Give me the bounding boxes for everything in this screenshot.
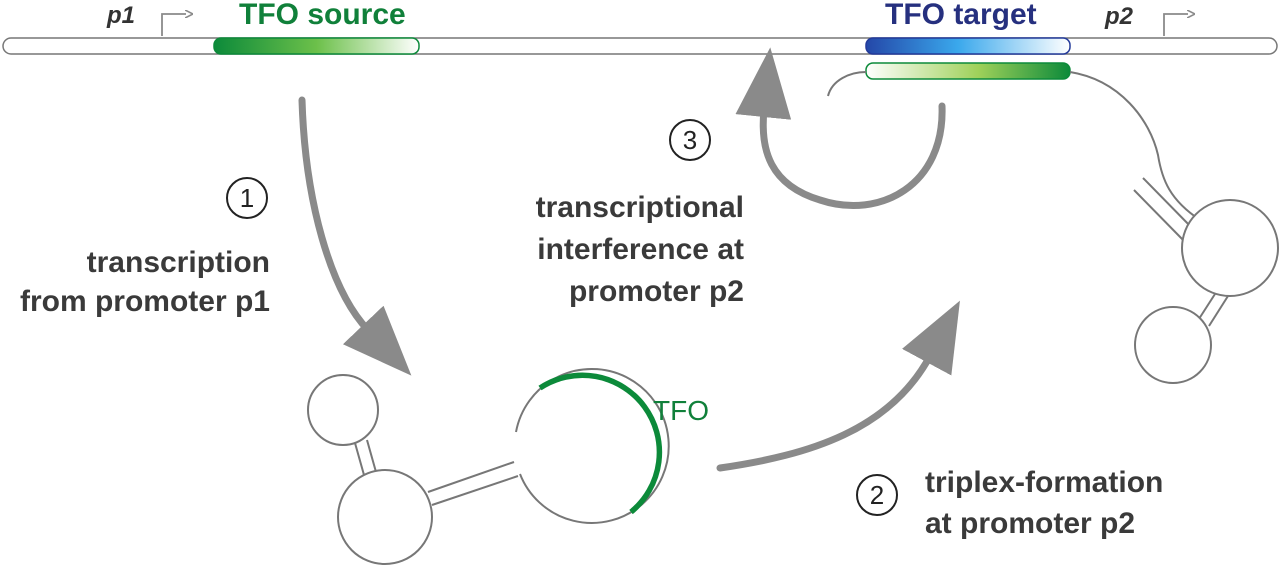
tfo-source-label: TFO source bbox=[239, 0, 406, 31]
rna-stem-right-b bbox=[1133, 189, 1188, 245]
tfo-source-gene bbox=[213, 37, 420, 55]
step1-badge bbox=[226, 177, 268, 219]
tfo-target-label: TFO target bbox=[885, 0, 1037, 31]
rna-stem-short-a bbox=[354, 442, 365, 476]
rna-stem-right-d bbox=[1208, 295, 1229, 327]
step2-arrow bbox=[716, 300, 960, 472]
rna-arc-right bbox=[1069, 71, 1201, 221]
step3-badge bbox=[669, 119, 711, 161]
rna-tail-left bbox=[827, 71, 867, 97]
rna-structure-bound bbox=[827, 71, 1279, 384]
rna-loop-middle bbox=[337, 469, 433, 565]
promoter-p1-arrow bbox=[161, 14, 186, 36]
rna-tfo-segment bbox=[538, 372, 663, 515]
rna-stem-long-a bbox=[427, 461, 515, 493]
step1-line1: transcription bbox=[87, 246, 270, 279]
step3-number: 3 bbox=[683, 125, 697, 155]
step1-arrow bbox=[298, 96, 412, 376]
rna-stem-right-a bbox=[1142, 177, 1197, 233]
step2-line2: at promoter p2 bbox=[925, 507, 1135, 540]
promoter-p1-label: p1 bbox=[106, 2, 135, 29]
promoter-p2-arrow bbox=[1163, 14, 1188, 36]
rna-structure-free bbox=[307, 367, 670, 565]
step2-badge bbox=[856, 474, 898, 516]
rna-loop-right-large bbox=[1181, 199, 1279, 297]
step2-number: 2 bbox=[870, 480, 884, 510]
rna-stem-long-b bbox=[431, 475, 519, 506]
step3-arrow bbox=[735, 47, 946, 209]
step1-number: 1 bbox=[240, 183, 254, 213]
tfo-target-gene bbox=[865, 37, 1071, 55]
rna-loop-right-small bbox=[1134, 306, 1212, 384]
step3-line2: interference at bbox=[537, 233, 744, 266]
rna-tfo-label: TFO bbox=[653, 395, 709, 426]
dna-strand bbox=[2, 37, 1278, 55]
rna-stem-short-b bbox=[366, 439, 377, 473]
step3-line1: transcriptional bbox=[536, 191, 744, 224]
promoter-p2-label: p2 bbox=[1104, 3, 1134, 30]
step3-line3: promoter p2 bbox=[569, 275, 744, 308]
step2-line1: triplex-formation bbox=[925, 466, 1163, 499]
tfo-triplex-strand bbox=[865, 62, 1071, 80]
step1-line2: from promoter p1 bbox=[20, 285, 270, 318]
rna-loop-small bbox=[307, 374, 379, 446]
